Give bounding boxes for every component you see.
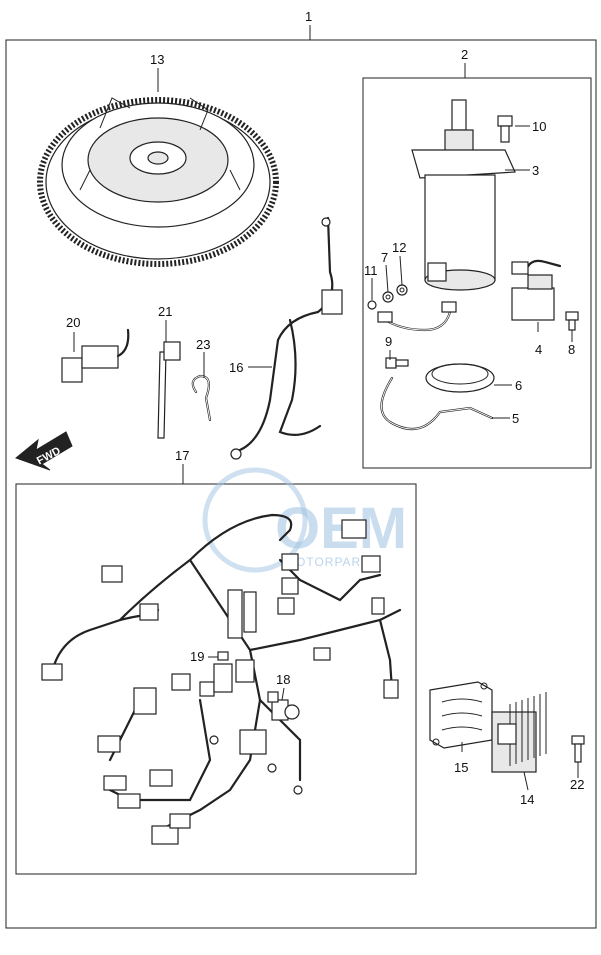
label-16: 16 bbox=[229, 360, 243, 375]
switch-20-part[interactable] bbox=[61, 328, 130, 383]
clamp-23-part[interactable] bbox=[191, 374, 212, 422]
label-9: 9 bbox=[385, 334, 392, 349]
label-20: 20 bbox=[66, 315, 80, 330]
label-21: 21 bbox=[158, 304, 172, 319]
label-12: 12 bbox=[392, 240, 406, 255]
outer-frame bbox=[5, 39, 597, 929]
label-18: 18 bbox=[276, 672, 290, 687]
washer-7-part[interactable] bbox=[382, 291, 394, 303]
label-19: 19 bbox=[190, 649, 204, 664]
watermark: OEM MOTORPARTS bbox=[202, 467, 407, 573]
label-3: 3 bbox=[532, 163, 539, 178]
nut-11-part[interactable] bbox=[367, 300, 377, 310]
bolt-22-part[interactable] bbox=[571, 735, 585, 763]
label-7: 7 bbox=[381, 250, 388, 265]
band-6-part[interactable] bbox=[425, 363, 495, 393]
label-5: 5 bbox=[512, 411, 519, 426]
label-22: 22 bbox=[570, 777, 584, 792]
battery-cable-16-part[interactable] bbox=[230, 216, 343, 460]
washer-12-part[interactable] bbox=[396, 284, 408, 296]
starter-motor-part[interactable] bbox=[411, 99, 516, 291]
starter-cable-part[interactable] bbox=[377, 301, 457, 332]
label-11: 11 bbox=[364, 263, 378, 278]
svg-text:OEM: OEM bbox=[275, 496, 407, 561]
sensor-18-part[interactable] bbox=[267, 691, 300, 721]
rectifier-14-part[interactable] bbox=[491, 692, 547, 773]
bolt-9-part[interactable] bbox=[385, 357, 409, 369]
label-15: 15 bbox=[454, 760, 468, 775]
svg-text:MOTORPARTS: MOTORPARTS bbox=[285, 555, 378, 569]
cable-tie-21-part[interactable] bbox=[157, 341, 181, 439]
bolt-10-part[interactable] bbox=[497, 115, 513, 143]
screw-8-part[interactable] bbox=[565, 311, 579, 331]
label-17: 17 bbox=[175, 448, 189, 463]
fwd-direction-badge: FWD bbox=[14, 431, 73, 471]
starter-relay-part[interactable] bbox=[511, 259, 562, 321]
bracket-5-part[interactable] bbox=[380, 376, 494, 431]
label-10: 10 bbox=[532, 119, 546, 134]
label-23: 23 bbox=[196, 337, 210, 352]
label-1: 1 bbox=[305, 9, 312, 24]
label-14: 14 bbox=[520, 792, 534, 807]
label-6: 6 bbox=[515, 378, 522, 393]
fuse-19-part[interactable] bbox=[217, 651, 229, 661]
wire-harness-17-part[interactable] bbox=[41, 513, 402, 845]
label-2: 2 bbox=[461, 47, 468, 62]
starter-group-frame bbox=[362, 77, 592, 469]
harness-group-frame bbox=[15, 483, 417, 875]
flywheel-part[interactable] bbox=[37, 97, 279, 267]
leader-lines bbox=[73, 68, 579, 791]
label-8: 8 bbox=[568, 342, 575, 357]
label-13: 13 bbox=[150, 52, 164, 67]
gasket-15-part[interactable] bbox=[429, 681, 493, 749]
label-4: 4 bbox=[535, 342, 542, 357]
